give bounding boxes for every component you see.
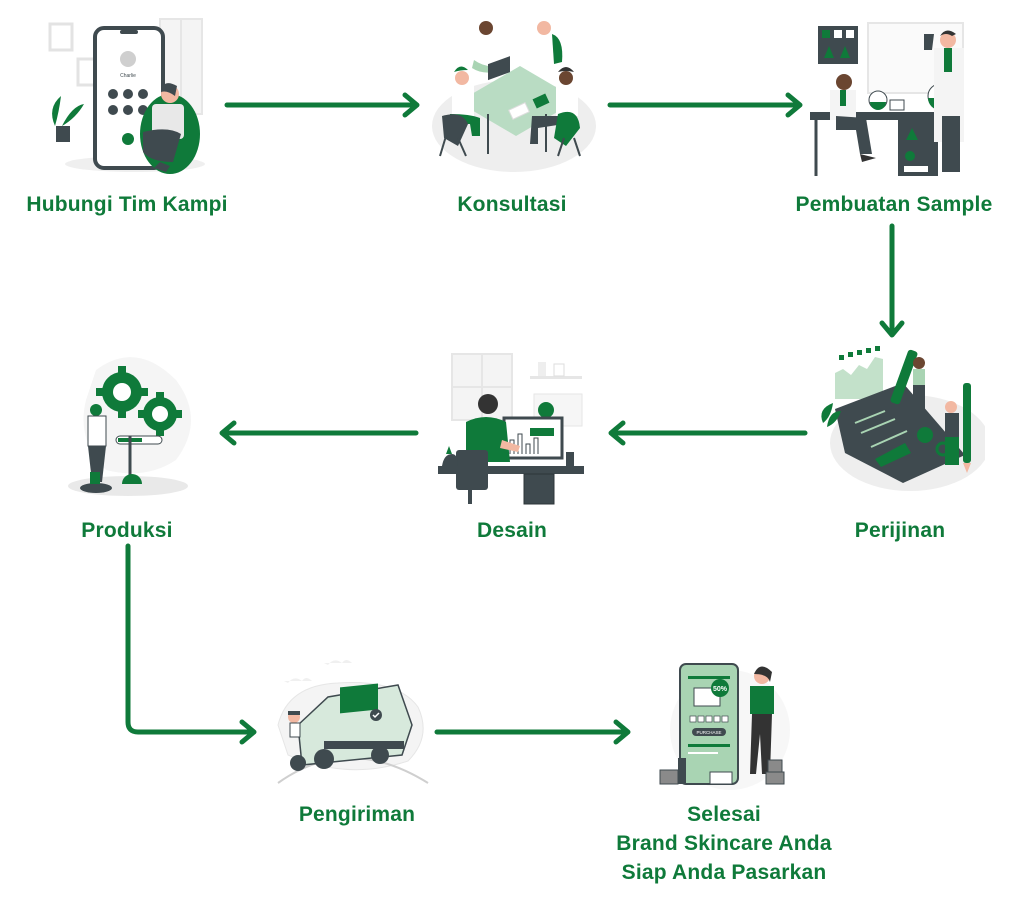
delivery-van-illustration xyxy=(277,660,429,784)
arrow-desain-to-produksi xyxy=(219,420,419,446)
step-label: Desain xyxy=(476,519,548,542)
step-label: Produksi xyxy=(81,519,173,542)
label-line: Selesai xyxy=(687,803,761,826)
step-label: Perijinan xyxy=(854,519,946,542)
caller-name: Charlie xyxy=(120,73,136,79)
discount-badge: 50% xyxy=(713,686,728,693)
purchase-button-illustration: PURCHASE xyxy=(696,730,721,735)
phone-call-illustration: Charlie xyxy=(48,18,205,174)
online-shop-illustration: 50% PURCHASE xyxy=(659,663,790,790)
step-label: Konsultasi xyxy=(457,193,567,216)
arrow-sample-to-perijinan xyxy=(879,223,905,338)
arrow-pengiriman-to-selesai xyxy=(434,719,631,745)
step-label: Hubungi Tim Kampi xyxy=(26,193,228,216)
arrow-perijinan-to-desain xyxy=(608,420,808,446)
designer-desk-illustration xyxy=(438,353,584,505)
meeting-illustration xyxy=(432,21,596,172)
step-label: Pengiriman xyxy=(298,803,416,826)
arrow-hubungi-to-konsultasi xyxy=(224,92,420,118)
label-line: Siap Anda Pasarkan xyxy=(621,861,827,884)
step-label-selesai: Selesai Brand Skincare Anda Siap Anda Pa… xyxy=(616,800,831,887)
gears-production-illustration xyxy=(68,357,191,496)
arrow-produksi-to-pengiriman xyxy=(125,543,257,745)
arrow-konsultasi-to-sample xyxy=(607,92,803,118)
label-line: Brand Skincare Anda xyxy=(616,832,832,855)
business-plan-illustration xyxy=(821,346,985,491)
laboratory-illustration xyxy=(810,22,964,176)
step-label: Pembuatan Sample xyxy=(795,193,993,216)
